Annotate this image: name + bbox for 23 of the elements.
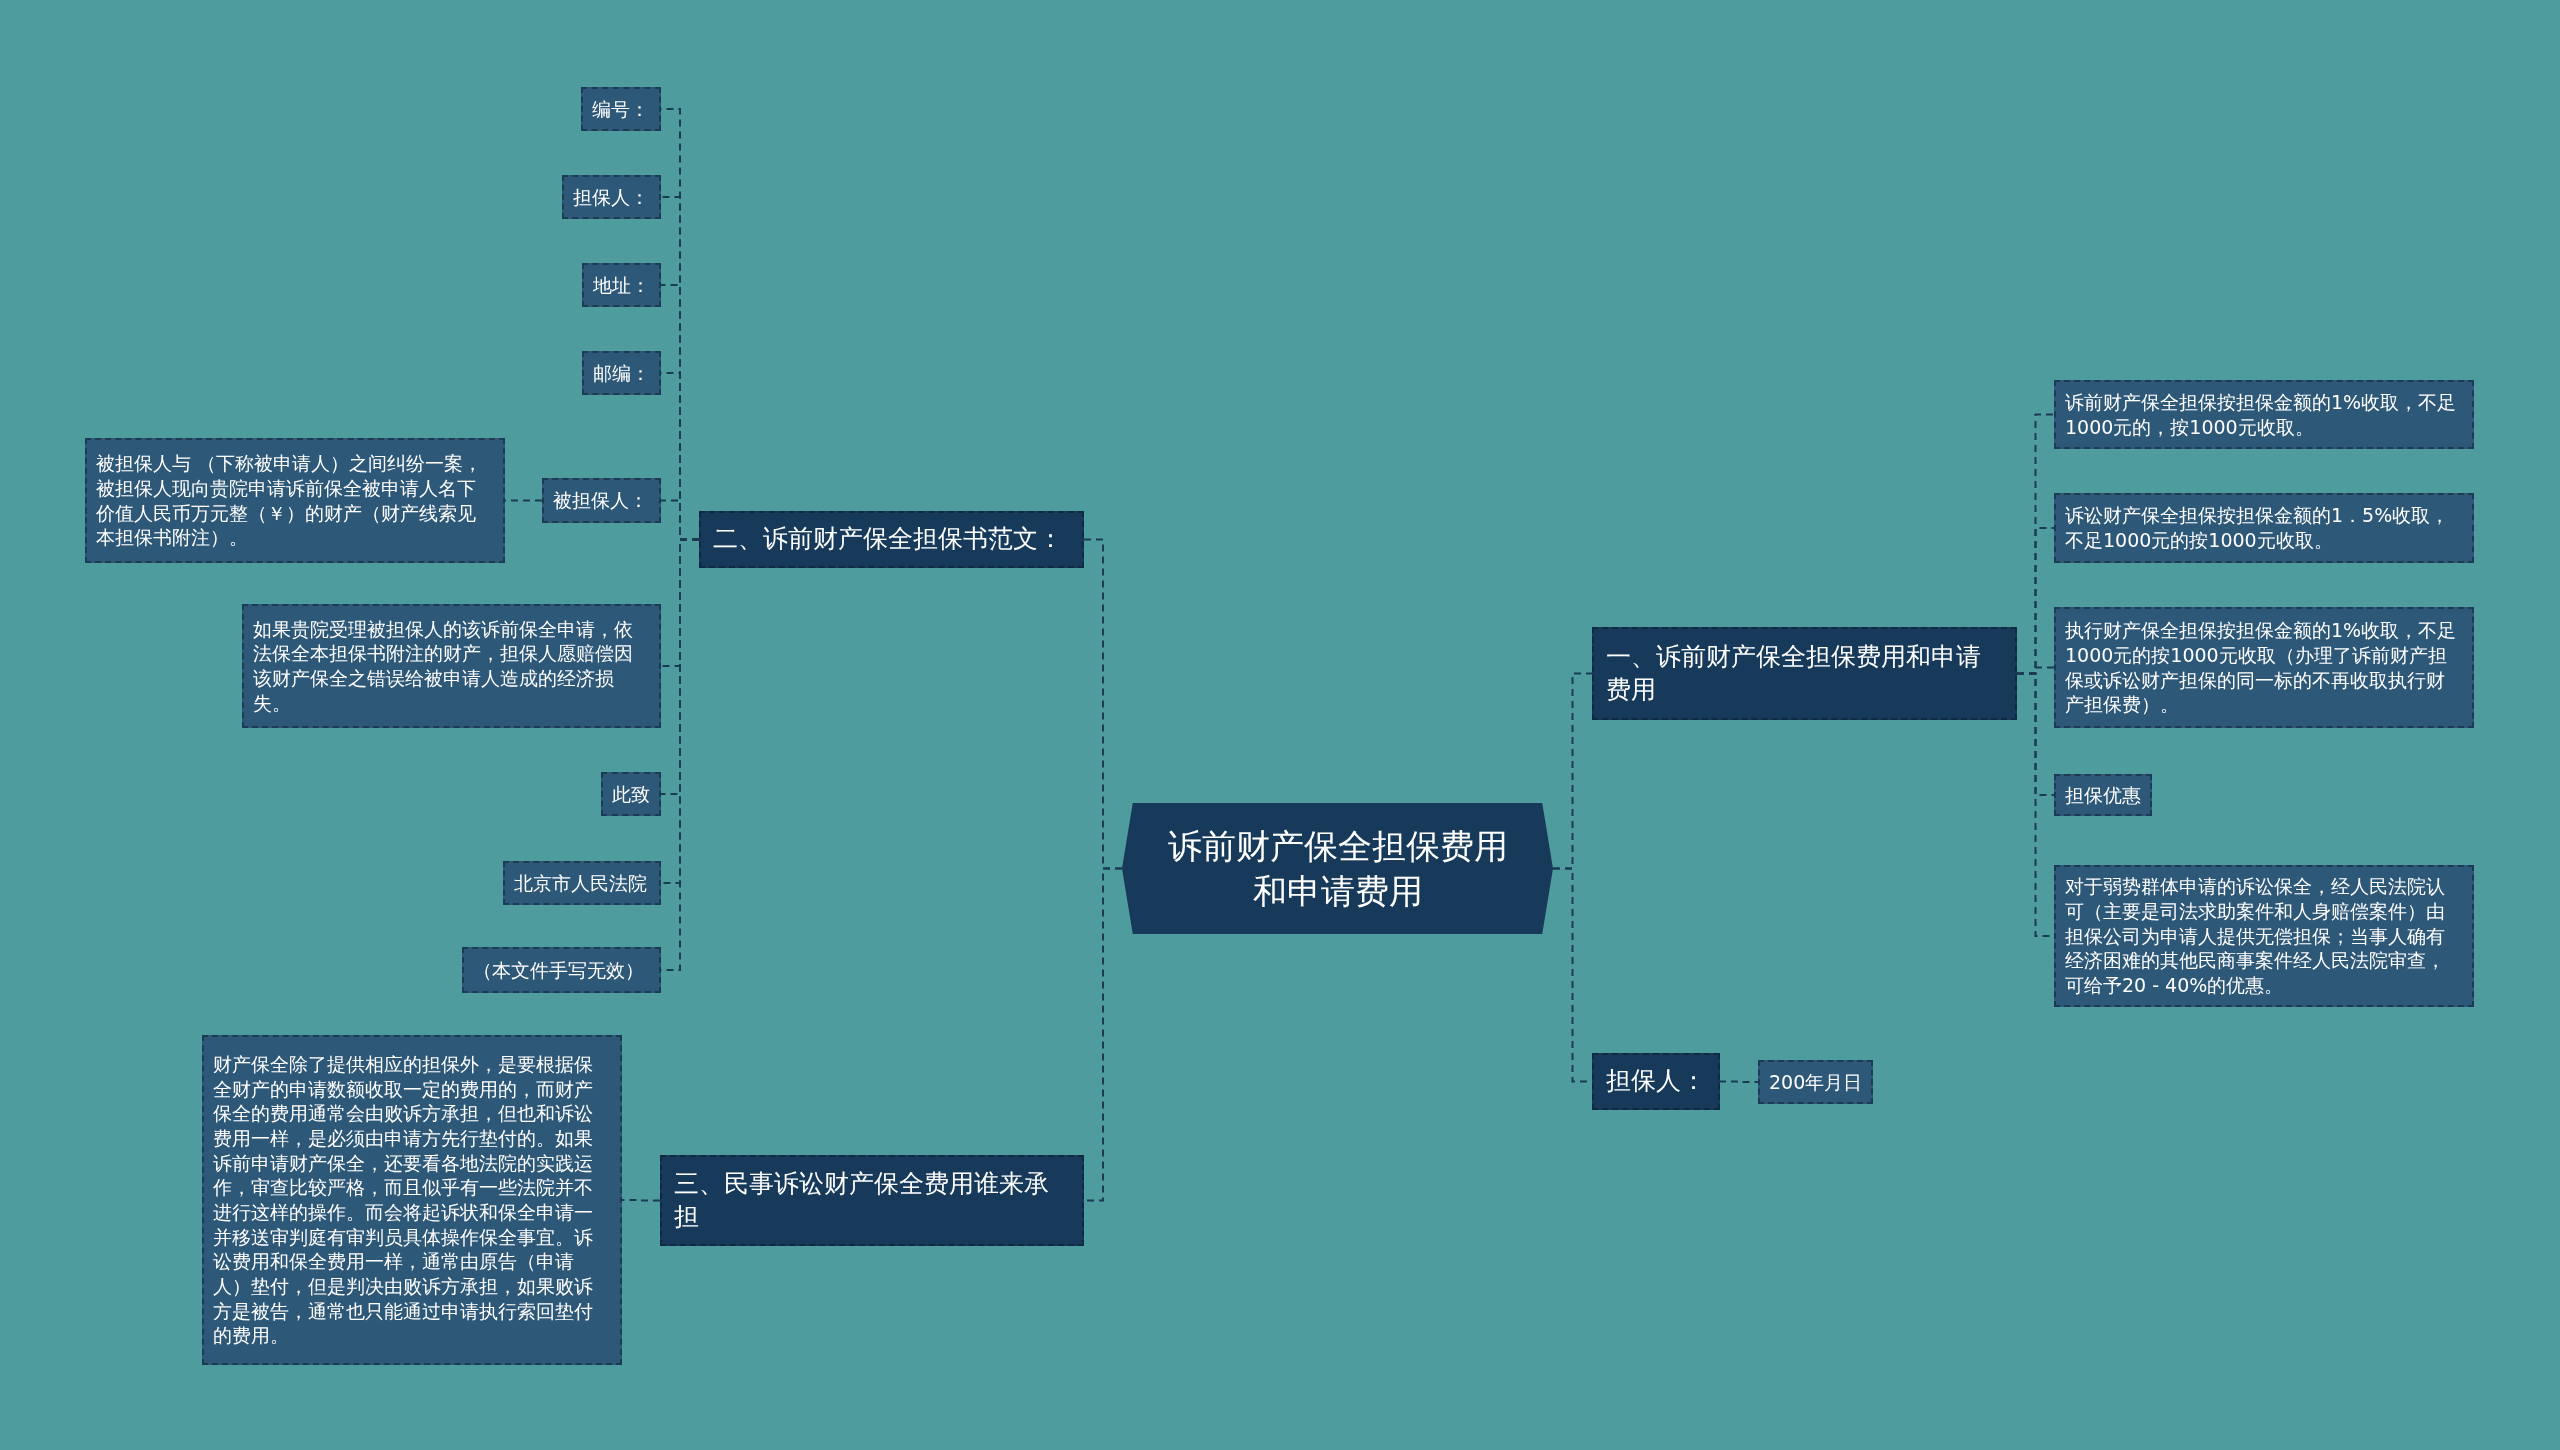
note-box: 担保优惠 [2054,774,2152,816]
note-box: 财产保全除了提供相应的担保外，是要根据保全财产的申请数额收取一定的费用的，而财产保全的费用通常会由败诉方承担，但也和诉讼费用一样，是必须由申请方先行垫付的。如果诉前申请财产保全，还要看各地法院的实践运作，审查比较严格，而且似乎有一些法院并不进行这样的操作。而会将起诉状和保全申请一并移送审判庭有审判员具体操作保全事宜。诉讼费用和保全费用一样，通常由原告（申请人）垫付，但是判决由败诉方承担，如果败诉方是被告，通常也只能通过申请执行索回垫付的费用。 [202,1035,622,1365]
topic-box: 三、民事诉讼财产保全费用谁来承担 [660,1155,1084,1246]
note-box: 如果贵院受理被担保人的该诉前保全申请，依法保全本担保书附注的财产，担保人愿赔偿因该财产保全之错误给被申请人造成的经济损失。 [242,604,661,728]
note-box: 地址： [582,263,661,307]
topic-box: 担保人： [1592,1053,1720,1110]
note-box: 诉讼财产保全担保按担保金额的1．5%收取，不足1000元的按1000元收取。 [2054,493,2474,563]
note-box: 对于弱势群体申请的诉讼保全，经人民法院认可（主要是司法求助案件和人身赔偿案件）由担保公司为申请人提供无偿担保；当事人确有经济困难的其他民商事案件经人民法院审查，可给予20 - 40%的优惠。 [2054,865,2474,1007]
connector [621,1199,661,1202]
note-box: 被担保人： [542,478,661,523]
topic-box: 一、诉前财产保全担保费用和申请费用 [1592,627,2017,720]
note-box: 北京市人民法院 [503,861,661,905]
topic-box: 二、诉前财产保全担保书范文： [699,511,1084,568]
note-box: 诉前财产保全担保按担保金额的1%收取，不足1000元的，按1000元收取。 [2054,380,2474,449]
note-box: 被担保人与 （下称被申请人）之间纠纷一案，被担保人现向贵院申请诉前保全被申请人名下价值人民币万元整（￥）的财产（财产线索见本担保书附注）。 [85,438,505,563]
central-topic-box: 诉前财产保全担保费用和申请费用 [1122,803,1553,934]
note-box: 担保人： [562,175,661,219]
note-box: 邮编： [582,351,661,395]
note-box: 200年月日 [1758,1060,1874,1104]
note-box: 编号： [581,87,661,131]
note-box: 执行财产保全担保按担保金额的1%收取，不足1000元的按1000元收取（办理了诉前财产担保或诉讼财产担保的同一标的不再收取执行财产担保费）。 [2054,607,2474,728]
note-box: （本文件手写无效） [462,947,661,993]
note-box: 此致 [601,772,661,816]
